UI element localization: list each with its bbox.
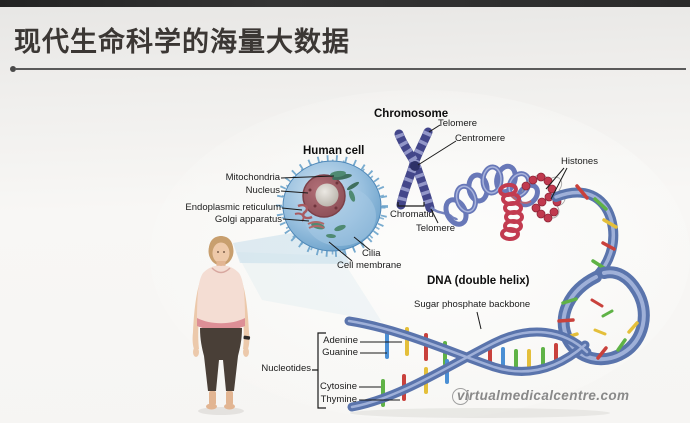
human-cell-art xyxy=(276,155,388,257)
dna-helix-art xyxy=(344,184,650,412)
chromatid-bracket xyxy=(397,202,425,207)
human-cell-heading: Human cell xyxy=(303,145,365,157)
label-mitochondria: Mitochondria xyxy=(225,172,280,183)
slide-title: 现代生命科学的海量大数据 xyxy=(14,27,350,57)
label-endoplasmic-reticulum: Endoplasmic reticulum xyxy=(185,202,281,213)
chromosome-heading: Chromosome xyxy=(374,108,449,120)
dna-heading: DNA (double helix) xyxy=(427,275,530,287)
watermark: virtualmedicalcentre.com xyxy=(457,388,630,403)
top-bar xyxy=(0,0,690,7)
label-cell-membrane: Cell membrane xyxy=(337,260,402,271)
label-sugar-phosphate-backbone: Sugar phosphate backbone xyxy=(414,299,531,310)
title-divider xyxy=(10,66,686,72)
label-chromatid: Chromatid xyxy=(390,209,434,220)
label-cilia: Cilia xyxy=(362,248,381,259)
divider-dot xyxy=(10,66,16,72)
label-guanine: Guanine xyxy=(322,347,358,358)
histone-beads-art xyxy=(498,172,566,241)
woman-figure xyxy=(192,236,251,410)
label-centromere: Centromere xyxy=(455,133,506,144)
label-telomere-bottom: Telomere xyxy=(416,223,456,234)
label-cytosine: Cytosine xyxy=(320,381,357,392)
organelles-art xyxy=(294,170,360,239)
chromatin-coil-art xyxy=(443,163,540,227)
shadows xyxy=(198,407,610,418)
label-adenine: Adenine xyxy=(323,335,358,346)
pointer-lines xyxy=(280,124,568,409)
label-nucleotides: Nucleotides xyxy=(261,363,311,374)
label-thymine: Thymine xyxy=(320,394,357,405)
label-telomere-top: Telomere xyxy=(438,118,478,129)
chromosome-art xyxy=(394,127,459,221)
label-golgi-apparatus: Golgi apparatus xyxy=(214,214,282,225)
nucleus-art xyxy=(302,174,346,218)
label-histones: Histones xyxy=(561,156,598,167)
watermark-v-circle xyxy=(452,388,469,405)
label-nucleus: Nucleus xyxy=(245,185,280,196)
nucleotides-bracket xyxy=(312,332,326,409)
